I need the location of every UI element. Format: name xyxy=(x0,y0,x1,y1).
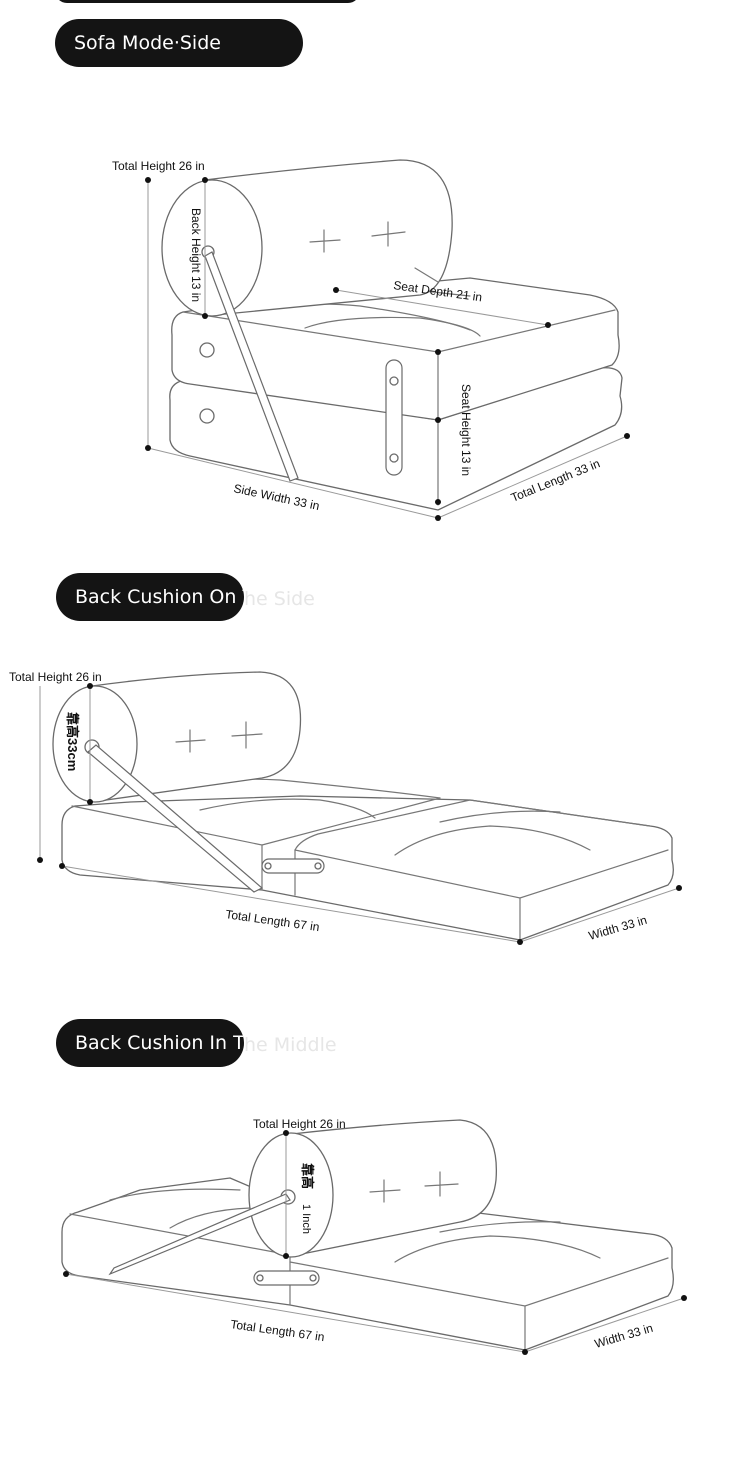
label-back-height: Back Height 13 in xyxy=(189,208,203,302)
back-side-diagram: Total Height 26 in 靠高33cm Total Length 6… xyxy=(9,670,682,945)
section-title-back-middle: Back Cushion In T xyxy=(56,1019,244,1067)
label-back-height-unit-3: 1 Inch xyxy=(300,1204,312,1234)
section-title-back-side: Back Cushion On T xyxy=(56,573,244,621)
sofa-mode-diagram: Total Height 26 in Back Height 13 in Sea… xyxy=(112,159,630,521)
label-back-height-3: 靠高 xyxy=(300,1163,315,1189)
top-banner-edge xyxy=(55,0,360,3)
section-title-back-middle-faint: he Middle xyxy=(244,1034,337,1056)
label-total-height-2: Total Height 26 in xyxy=(9,670,102,684)
section-title-back-side-faint: he Side xyxy=(244,588,315,610)
label-total-height-3: Total Height 26 in xyxy=(253,1117,346,1131)
label-total-height: Total Height 26 in xyxy=(112,159,205,173)
label-seat-height: Seat Height 13 in xyxy=(459,384,473,476)
label-total-length-3: Total Length 67 in xyxy=(230,1317,326,1344)
section-title-sofa-mode: Sofa Mode·Side xyxy=(55,19,303,67)
label-back-height-2: 靠高33cm xyxy=(65,712,80,771)
